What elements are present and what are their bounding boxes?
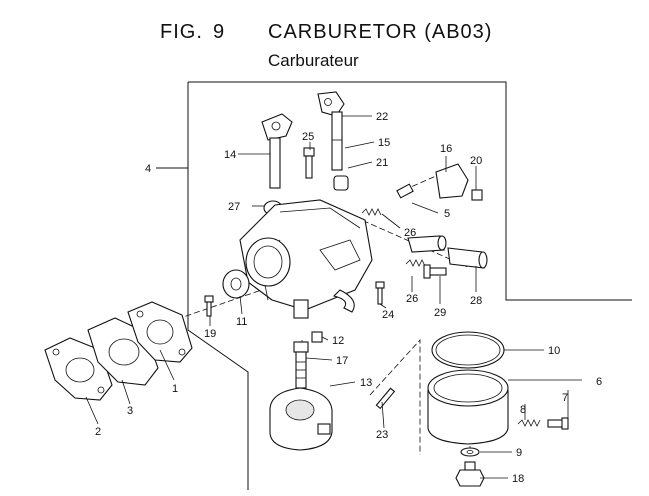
callout-23: 23 (376, 429, 388, 441)
callout-28: 28 (470, 295, 482, 307)
throttle-shaft-14 (261, 113, 293, 189)
screw-24 (375, 281, 385, 305)
diagram-title: CARBURETOR (AB03) (268, 21, 492, 43)
callout-12: 12 (332, 335, 344, 347)
callout-24: 24 (382, 309, 394, 321)
assembly-boundary-left (187, 82, 249, 490)
callout-17: 17 (336, 355, 348, 367)
choke-shaft-15 (331, 111, 343, 171)
carburetor-body (239, 199, 373, 319)
callout-3: 3 (127, 405, 133, 417)
float-13 (269, 387, 333, 451)
spring-8 (517, 419, 541, 427)
float-bowl-6 (427, 369, 509, 445)
bowl-gasket-10 (431, 331, 505, 369)
callout-22: 22 (376, 111, 388, 123)
dash-bowl (369, 338, 421, 455)
float-pin-23 (375, 387, 396, 410)
callout-11: 11 (236, 316, 247, 328)
callout-10: 10 (548, 345, 560, 357)
callout-21: 21 (376, 157, 388, 169)
diagram-subtitle: Carburateur (268, 51, 359, 70)
drain-screw-7 (547, 417, 569, 430)
fuel-inlet-pipe (332, 289, 355, 313)
callout-8: 8 (520, 404, 526, 416)
dash-pipe (329, 205, 471, 269)
choke-lever-22 (317, 91, 345, 117)
seal-21 (333, 175, 349, 191)
leader-lines (85, 115, 582, 479)
callout-9: 9 (516, 447, 522, 459)
callout-27: 27 (228, 201, 240, 213)
callout-20: 20 (470, 155, 482, 167)
pilot-screw-25 (303, 147, 315, 179)
callout-26-upper: 26 (404, 227, 416, 239)
screw-5 (396, 183, 414, 199)
main-jet-12 (311, 331, 323, 343)
callout-6: 6 (596, 376, 602, 388)
callout-15: 15 (378, 137, 390, 149)
flange-11 (222, 269, 250, 299)
tube-28b (447, 247, 488, 269)
callout-7: 7 (562, 392, 568, 404)
assembly-boundary (188, 81, 632, 301)
screw-29 (423, 264, 447, 279)
screw-20 (471, 189, 483, 201)
spring-26 (361, 208, 382, 216)
fig-label: FIG. (160, 21, 203, 43)
screw-19 (204, 295, 214, 317)
callout-14: 14 (224, 149, 236, 161)
fig-number: 9 (213, 21, 225, 43)
callout-19: 19 (204, 328, 216, 340)
callout-16: 16 (440, 143, 452, 155)
bolt-18 (455, 461, 485, 487)
callout-29: 29 (434, 307, 446, 319)
callout-26-lower: 26 (406, 293, 418, 305)
callout-labels: 1 2 3 4 5 6 7 8 9 10 11 12 13 14 15 16 1… (95, 111, 602, 485)
emulsion-tube-17 (293, 341, 309, 389)
tube-28a (407, 235, 447, 253)
plate-16 (435, 163, 469, 199)
callout-13: 13 (360, 377, 372, 389)
washer-9 (460, 447, 480, 457)
callout-25: 25 (302, 131, 314, 143)
callout-2: 2 (95, 426, 101, 438)
callout-18: 18 (512, 473, 524, 485)
callout-5: 5 (444, 208, 450, 220)
callout-4: 4 (145, 163, 151, 175)
spring-26-lower (405, 259, 426, 267)
callout-1: 1 (172, 383, 178, 395)
gasket-part-1 (127, 301, 193, 363)
